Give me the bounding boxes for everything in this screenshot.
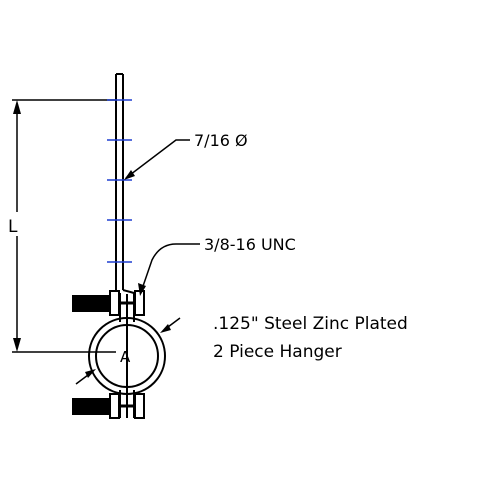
hanger-strap xyxy=(107,73,132,290)
thread-label: 3/8-16 UNC xyxy=(204,235,296,254)
pipe-label: A xyxy=(120,348,131,366)
description-label: 2 Piece Hanger xyxy=(213,342,342,362)
hole-size-callout: 7/16 Ø xyxy=(124,131,248,180)
hole-size-label: 7/16 Ø xyxy=(194,131,248,150)
thread-callout: 3/8-16 UNC xyxy=(138,235,296,296)
length-dimension: L xyxy=(8,99,116,353)
material-label: .125" Steel Zinc Plated xyxy=(213,314,408,334)
length-label: L xyxy=(8,217,18,237)
lower-bolt xyxy=(72,393,145,419)
strap-holes xyxy=(107,99,132,263)
upper-bolt xyxy=(72,290,145,316)
thickness-arrows xyxy=(75,317,181,385)
